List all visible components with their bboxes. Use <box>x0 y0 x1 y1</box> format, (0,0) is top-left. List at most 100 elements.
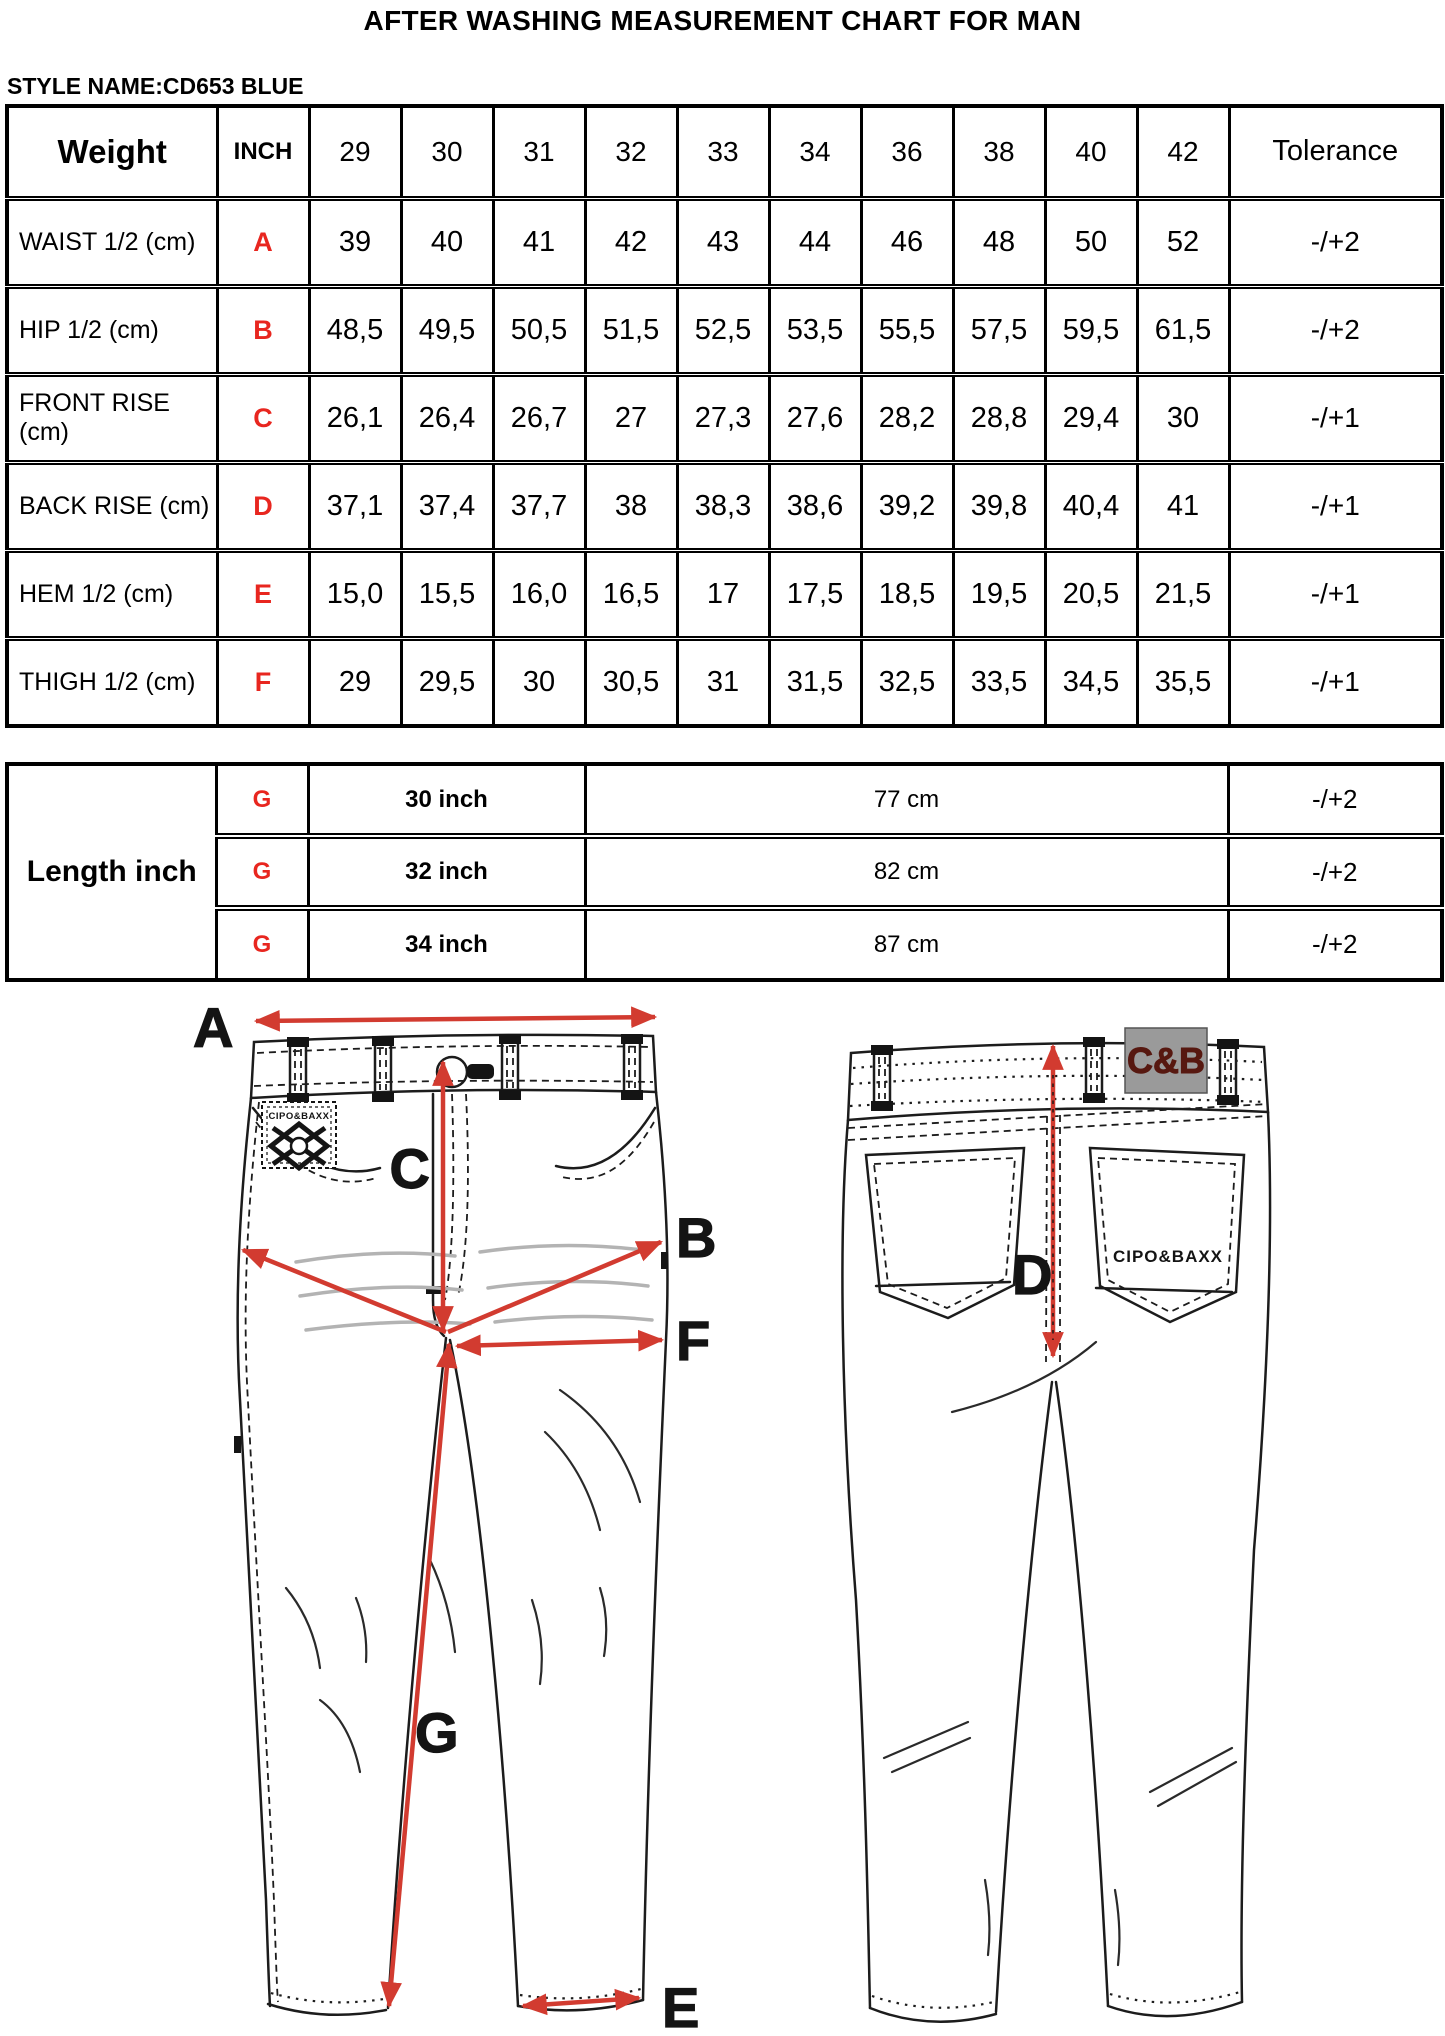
measurement-tolerance: -/+2 <box>1227 283 1444 376</box>
size-column-header: 34 <box>767 104 863 200</box>
measurement-value: 31 <box>675 635 771 728</box>
measurement-value: 42 <box>583 195 679 288</box>
measurement-value: 38 <box>583 459 679 552</box>
measurement-tolerance: -/+1 <box>1227 547 1444 640</box>
measurement-value: 41 <box>1135 459 1231 552</box>
measurement-value: 34,5 <box>1043 635 1139 728</box>
waistband-brand-patch: C&B <box>1124 1027 1208 1094</box>
length-code: G <box>214 905 310 982</box>
measurement-value: 51,5 <box>583 283 679 376</box>
measurement-value: 59,5 <box>1043 283 1139 376</box>
measurement-value: 48,5 <box>307 283 403 376</box>
measurement-label: HIP 1/2 (cm) <box>5 283 219 376</box>
measure-arrow-f <box>454 1329 665 1357</box>
measurement-value: 16,5 <box>583 547 679 640</box>
length-tolerance: -/+2 <box>1226 833 1444 910</box>
measurement-code: C <box>215 371 311 464</box>
measure-arrow-g <box>380 1341 458 2009</box>
measure-arrow-b-right <box>447 1239 663 1335</box>
label-a: A <box>193 996 233 1059</box>
back-jeans-drawing: C&B C <box>841 1027 1272 2023</box>
label-e: E <box>662 1976 699 2036</box>
measurement-value: 30 <box>491 635 587 728</box>
measurement-value: 29,4 <box>1043 371 1139 464</box>
size-column-header: 33 <box>675 104 771 200</box>
measurement-value: 50,5 <box>491 283 587 376</box>
measurement-value: 26,7 <box>491 371 587 464</box>
measurement-value: 57,5 <box>951 283 1047 376</box>
measurement-value: 28,8 <box>951 371 1047 464</box>
measurement-value: 29 <box>307 635 403 728</box>
front-pocket-brand-patch: CIPO&BAXX <box>261 1101 337 1172</box>
measurement-value: 15,0 <box>307 547 403 640</box>
tolerance-column-header: Tolerance <box>1227 104 1444 200</box>
size-column-header: 40 <box>1043 104 1139 200</box>
measurement-label: BACK RISE (cm) <box>5 459 219 552</box>
back-pocket-right: CIPO&BAXX <box>1088 1146 1246 1324</box>
measurement-value: 30,5 <box>583 635 679 728</box>
length-cm-value: 87 cm <box>583 905 1230 982</box>
measurement-value: 53,5 <box>767 283 863 376</box>
measurement-value: 18,5 <box>859 547 955 640</box>
measurement-value: 19,5 <box>951 547 1047 640</box>
measurement-label: THIGH 1/2 (cm) <box>5 635 219 728</box>
measurement-value: 39,2 <box>859 459 955 552</box>
size-column-header: 32 <box>583 104 679 200</box>
measurement-value: 52,5 <box>675 283 771 376</box>
label-c: C <box>390 1137 430 1200</box>
measurement-value: 30 <box>1135 371 1231 464</box>
measurement-value: 20,5 <box>1043 547 1139 640</box>
measurement-value: 27,3 <box>675 371 771 464</box>
measurement-value: 27,6 <box>767 371 863 464</box>
label-d: D <box>1012 1243 1052 1306</box>
measurement-label: WAIST 1/2 (cm) <box>5 195 219 288</box>
measurement-value: 17,5 <box>767 547 863 640</box>
measurement-value: 48 <box>951 195 1047 288</box>
jeans-diagram: CIPO&BAXX <box>192 995 1272 2036</box>
measurement-value: 40 <box>399 195 495 288</box>
waistband-patch-text: C&B <box>1127 1040 1205 1081</box>
measurement-value: 37,7 <box>491 459 587 552</box>
measurement-value: 55,5 <box>859 283 955 376</box>
measurement-value: 46 <box>859 195 955 288</box>
measure-arrow-a <box>253 1006 658 1032</box>
length-tolerance: -/+2 <box>1226 762 1444 838</box>
size-column-header: 30 <box>399 104 495 200</box>
front-patch-brand-text: CIPO&BAXX <box>269 1111 330 1122</box>
measurement-value: 29,5 <box>399 635 495 728</box>
measurement-label: FRONT RISE (cm) <box>5 371 219 464</box>
measurement-value: 37,1 <box>307 459 403 552</box>
measurement-tolerance: -/+1 <box>1227 371 1444 464</box>
measurement-code: D <box>215 459 311 552</box>
measurement-value: 61,5 <box>1135 283 1231 376</box>
length-inch-value: 30 inch <box>306 762 587 838</box>
measurement-value: 27 <box>583 371 679 464</box>
measurement-code: B <box>215 283 311 376</box>
size-column-header: 36 <box>859 104 955 200</box>
measurement-value: 26,4 <box>399 371 495 464</box>
measurement-value: 39 <box>307 195 403 288</box>
measurement-tolerance: -/+2 <box>1227 195 1444 288</box>
measurement-value: 38,3 <box>675 459 771 552</box>
measurement-value: 40,4 <box>1043 459 1139 552</box>
measure-arrow-e <box>520 1988 642 2016</box>
measurement-value: 28,2 <box>859 371 955 464</box>
measurement-value: 44 <box>767 195 863 288</box>
measurement-value: 33,5 <box>951 635 1047 728</box>
measurement-value: 31,5 <box>767 635 863 728</box>
measurement-code: A <box>215 195 311 288</box>
length-code: G <box>214 833 310 910</box>
size-column-header: 31 <box>491 104 587 200</box>
measurement-label: HEM 1/2 (cm) <box>5 547 219 640</box>
length-tolerance: -/+2 <box>1226 905 1444 982</box>
measurement-value: 15,5 <box>399 547 495 640</box>
